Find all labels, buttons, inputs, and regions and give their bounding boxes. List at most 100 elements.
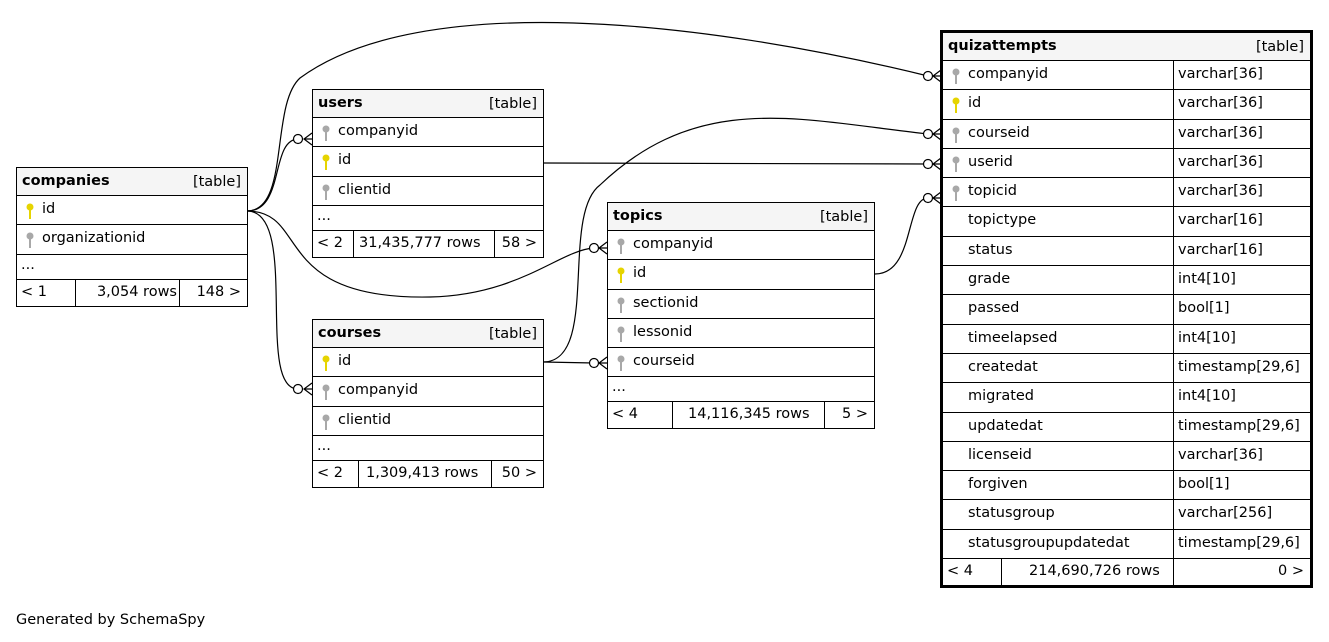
- column-name: licenseid: [968, 446, 1032, 463]
- link-users-quizattempts: [542, 162, 929, 165]
- more-columns: ...: [313, 436, 543, 461]
- column-name: statusgroupupdatedat: [968, 534, 1130, 551]
- table-type: [table]: [192, 174, 241, 190]
- column-name: clientid: [338, 411, 392, 428]
- optional-marker: [588, 242, 600, 254]
- column-name: statusgroup: [968, 505, 1055, 522]
- column-name: status: [968, 241, 1013, 258]
- children-count[interactable]: 58 >: [501, 234, 537, 251]
- column-type: varchar[36]: [1173, 61, 1263, 90]
- table-topics[interactable]: topics [table] companyid id sectionid le…: [607, 202, 875, 430]
- column-type: varchar[36]: [1173, 90, 1263, 119]
- column-row: courseid varchar[36]: [943, 119, 1310, 149]
- optional-marker: [292, 383, 304, 395]
- column-type: int4[10]: [1173, 383, 1236, 412]
- key-icon: [617, 238, 625, 254]
- column-type: int4[10]: [1173, 324, 1236, 353]
- column-type: varchar[16]: [1173, 236, 1263, 266]
- children-count[interactable]: 5 >: [842, 406, 868, 423]
- parents-count[interactable]: < 4: [612, 406, 638, 423]
- optional-marker: [922, 158, 934, 170]
- column-name: id: [42, 201, 56, 217]
- primary-key-icon: [952, 97, 960, 114]
- key-icon: [322, 184, 330, 200]
- primary-key-icon: [322, 154, 330, 171]
- crowfoot-marker: [932, 191, 942, 205]
- table-name: users: [318, 95, 363, 111]
- children-count[interactable]: 0 >: [1278, 563, 1304, 580]
- column-row: clientid: [313, 407, 543, 436]
- table-name: companies: [22, 173, 110, 189]
- column-type: varchar[36]: [1173, 119, 1263, 148]
- column-type: bool[1]: [1173, 471, 1230, 500]
- link-topics-quizattempts: [874, 197, 929, 275]
- link-companies-topics: [246, 210, 595, 298]
- table-companies[interactable]: companies [table] id organizationid ... …: [16, 167, 248, 307]
- column-name: courseid: [633, 353, 695, 370]
- table-courses[interactable]: courses [table] id companyid clientid ..…: [312, 319, 544, 488]
- more-columns: ...: [608, 377, 874, 403]
- table-header: users [table]: [313, 90, 543, 118]
- column-name: id: [338, 353, 352, 369]
- parents-count[interactable]: < 2: [317, 464, 343, 481]
- column-row: status varchar[16]: [943, 236, 1310, 267]
- table-type: [table]: [488, 326, 537, 342]
- parents-count[interactable]: < 4: [947, 563, 973, 580]
- column-name: id: [633, 265, 647, 282]
- parents-count[interactable]: < 2: [317, 234, 343, 251]
- column-row: companyid: [313, 118, 543, 148]
- column-name: updatedat: [968, 417, 1043, 434]
- table-name: courses: [318, 325, 382, 341]
- children-count[interactable]: 50 >: [501, 464, 537, 481]
- column-row: id: [17, 196, 247, 226]
- optional-marker: [922, 192, 934, 204]
- key-icon: [617, 297, 625, 313]
- column-type: varchar[36]: [1173, 441, 1263, 471]
- column-row: lessonid: [608, 319, 874, 349]
- key-icon: [26, 232, 34, 249]
- column-row: companyid: [313, 377, 543, 407]
- column-name: courseid: [968, 124, 1030, 141]
- table-users[interactable]: users [table] companyid id clientid ... …: [312, 89, 544, 258]
- column-row: courseid: [608, 348, 874, 378]
- key-icon: [322, 125, 330, 141]
- row-count: 14,116,345 rows: [688, 406, 810, 423]
- column-name: lessonid: [633, 323, 693, 340]
- table-name: topics: [613, 208, 663, 224]
- key-icon: [952, 156, 960, 172]
- crowfoot-marker: [932, 127, 942, 141]
- column-name: userid: [968, 153, 1013, 170]
- table-footer: < 1 3,054 rows 148 >: [17, 279, 247, 306]
- column-name: id: [338, 152, 352, 169]
- column-type: timestamp[29,6]: [1173, 412, 1300, 441]
- parents-count[interactable]: < 1: [21, 283, 47, 300]
- column-name: timeelapsed: [968, 329, 1058, 346]
- column-type: int4[10]: [1173, 266, 1236, 295]
- children-count[interactable]: 148 >: [196, 283, 241, 300]
- column-name: companyid: [338, 382, 419, 399]
- column-row: companyid varchar[36]: [943, 61, 1310, 91]
- column-row: migrated int4[10]: [943, 383, 1310, 413]
- optional-marker: [922, 70, 934, 82]
- column-name: organizationid: [42, 230, 146, 247]
- column-type: varchar[16]: [1173, 207, 1263, 236]
- link-courses-quizattempts: [542, 117, 929, 363]
- column-name: companyid: [968, 66, 1049, 82]
- table-name: quizattempts: [948, 38, 1057, 54]
- column-row: companyid: [608, 231, 874, 261]
- column-type: varchar[36]: [1173, 178, 1263, 207]
- column-type: varchar[256]: [1173, 500, 1272, 529]
- crowfoot-marker: [598, 356, 608, 370]
- table-header: topics [table]: [608, 203, 874, 231]
- column-row: id: [313, 147, 543, 177]
- column-name: migrated: [968, 388, 1035, 405]
- column-row: updatedat timestamp[29,6]: [943, 412, 1310, 442]
- key-icon: [322, 414, 330, 430]
